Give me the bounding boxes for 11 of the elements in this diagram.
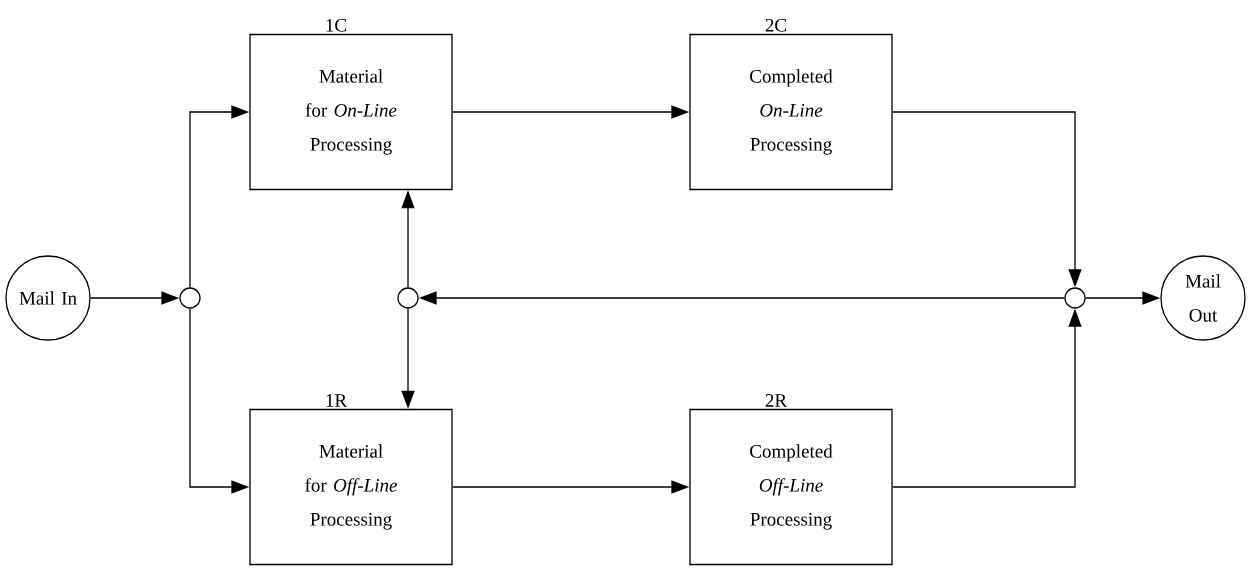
junction-circle — [179, 287, 201, 309]
junction-circle — [1064, 287, 1086, 309]
process-box: Material for Off-Line Processing — [249, 408, 453, 566]
box-heading: 2C — [765, 18, 787, 32]
box-heading: 1C — [326, 18, 347, 32]
junction-circle — [397, 287, 419, 309]
process-box: Material for On-Line Processing — [249, 33, 453, 191]
process-box: Completed Off-Line Processing — [689, 408, 893, 566]
box-heading: 2R — [765, 394, 788, 407]
process-box: Completed On-Line Processing — [689, 33, 893, 191]
box-heading: 1R — [326, 394, 348, 407]
